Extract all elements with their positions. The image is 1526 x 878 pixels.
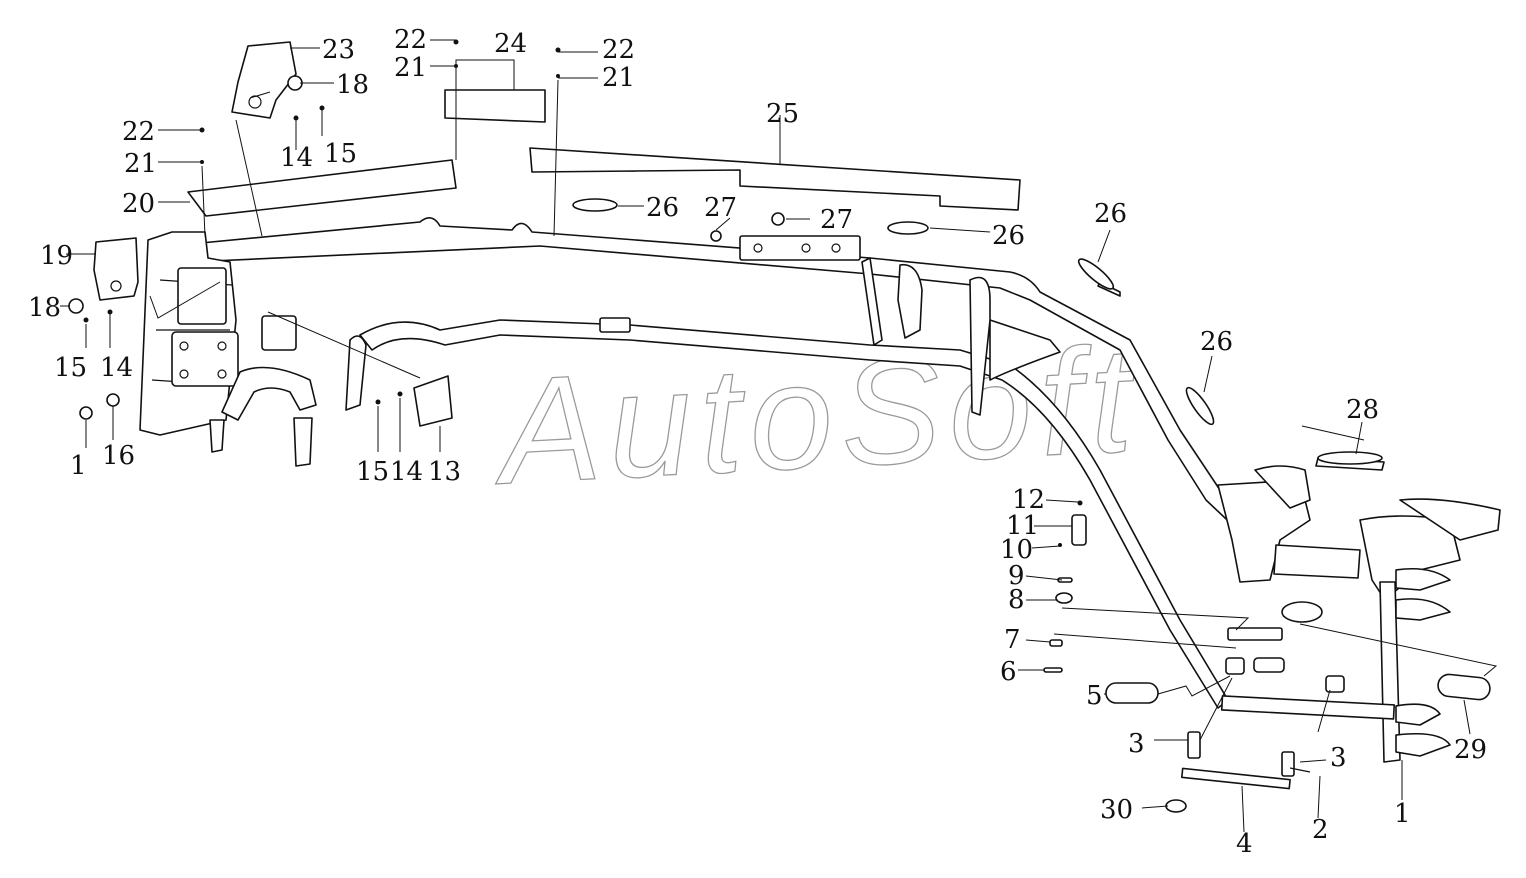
callout-4: 4	[1236, 829, 1253, 859]
cover-24	[444, 89, 546, 123]
callout-12: 12	[1012, 485, 1045, 515]
callout-2: 2	[1312, 815, 1329, 845]
callout-14: 14	[280, 143, 313, 173]
callout-19: 19	[40, 241, 73, 271]
callout-13: 13	[428, 457, 461, 487]
callout-21: 21	[394, 53, 427, 83]
callout-5: 5	[1086, 681, 1103, 711]
callout-15: 15	[324, 139, 357, 169]
callouts: 23 18 14 15 22 21 20 19 18 15 14 1 16 22…	[28, 25, 1487, 859]
callout-26: 26	[992, 221, 1025, 251]
bracket-19	[93, 237, 139, 301]
callout-23: 23	[322, 35, 355, 65]
callout-18: 18	[336, 70, 369, 100]
callout-3: 3	[1128, 729, 1145, 759]
leader-lines	[60, 39, 1498, 833]
callout-15: 15	[54, 353, 87, 383]
callout-11: 11	[1006, 511, 1039, 541]
callout-14: 14	[390, 457, 423, 487]
bracket-27	[739, 235, 861, 261]
callout-3: 3	[1330, 743, 1347, 773]
bracket-23	[231, 41, 297, 119]
callout-27: 27	[820, 205, 853, 235]
callout-10: 10	[1000, 535, 1033, 565]
callout-15: 15	[356, 457, 389, 487]
rings	[68, 75, 1491, 813]
callout-18: 18	[28, 293, 61, 323]
callout-1: 1	[1394, 799, 1411, 829]
callout-24: 24	[494, 29, 527, 59]
callout-21: 21	[124, 149, 157, 179]
callout-26: 26	[1200, 327, 1233, 357]
plate-13	[413, 375, 453, 427]
boom-frame	[139, 217, 1501, 790]
callout-20: 20	[122, 189, 155, 219]
callout-28: 28	[1346, 395, 1379, 425]
callout-8: 8	[1008, 585, 1025, 615]
callout-22: 22	[394, 25, 427, 55]
callout-27: 27	[704, 193, 737, 223]
callout-1: 1	[70, 451, 87, 481]
callout-26: 26	[646, 193, 679, 223]
callout-6: 6	[1000, 657, 1017, 687]
callout-25: 25	[766, 99, 799, 129]
callout-22: 22	[122, 117, 155, 147]
callout-9: 9	[1008, 561, 1025, 591]
hardware	[83, 39, 1345, 777]
callout-30: 30	[1100, 795, 1133, 825]
cover-25	[529, 147, 1021, 211]
callout-21: 21	[602, 63, 635, 93]
callout-7: 7	[1004, 625, 1021, 655]
cover-20	[187, 159, 457, 217]
callout-16: 16	[102, 441, 135, 471]
callout-14: 14	[100, 353, 133, 383]
callout-22: 22	[602, 35, 635, 65]
callout-29: 29	[1454, 735, 1487, 765]
callout-26: 26	[1094, 199, 1127, 229]
